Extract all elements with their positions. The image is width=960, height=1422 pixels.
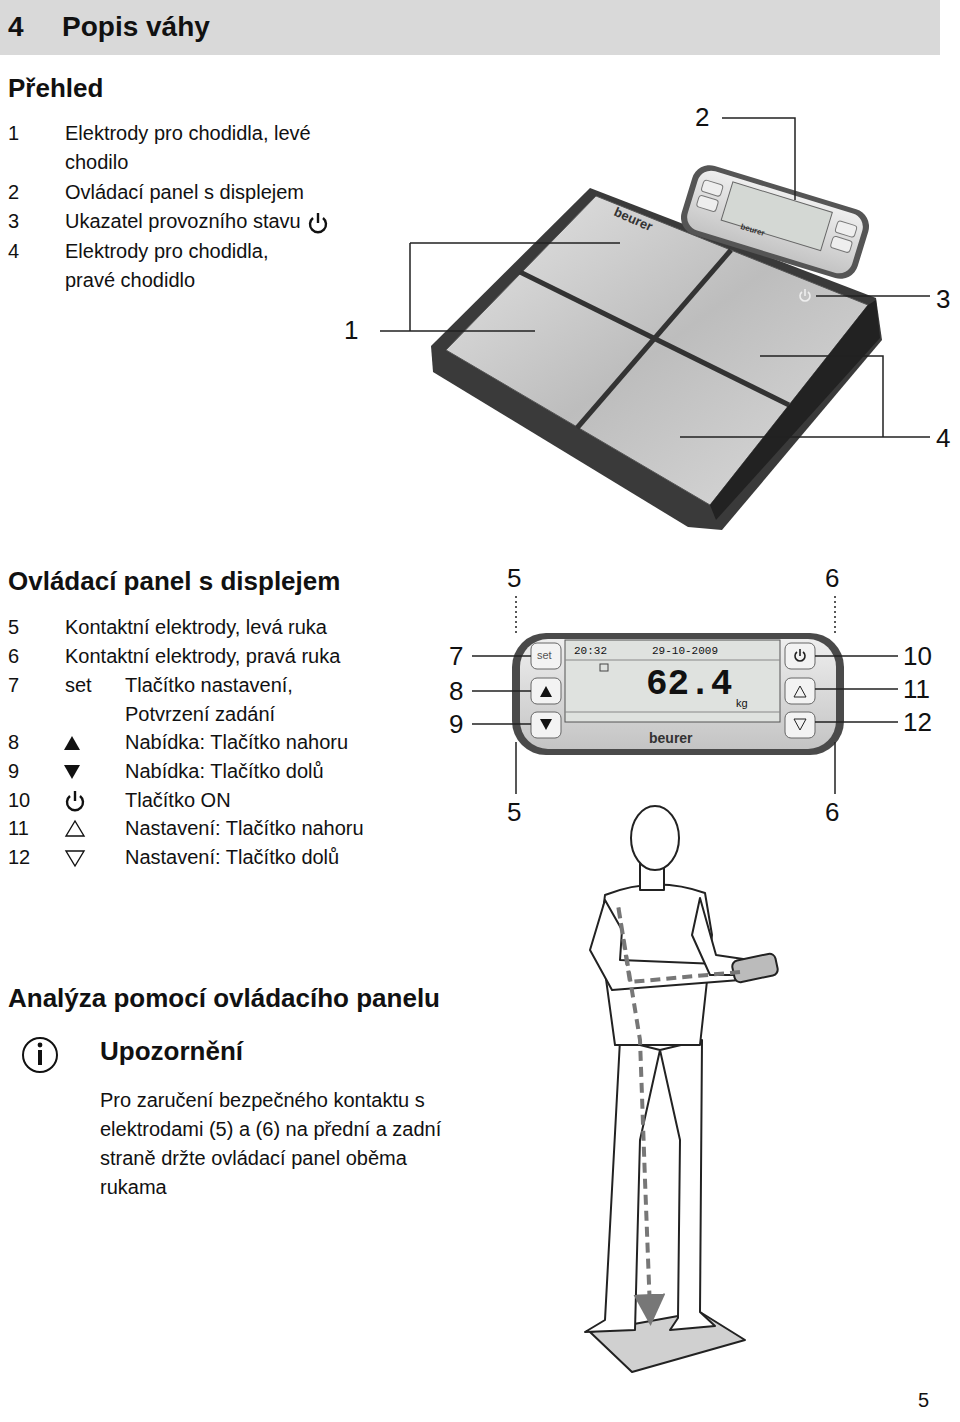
item-text: Ovládací panel s displejem xyxy=(65,178,304,207)
item-number: 12 xyxy=(8,843,30,872)
power-symbol xyxy=(307,212,329,234)
item-number: 8 xyxy=(8,728,19,757)
page-number: 5 xyxy=(918,1386,929,1415)
item-line: Ukazatel provozního stavu xyxy=(65,207,329,236)
item-text: Nabídka: Tlačítko nahoru xyxy=(125,728,348,757)
callout-number: 6 xyxy=(825,563,839,593)
section-title: Popis váhy xyxy=(62,9,210,45)
item-number: 2 xyxy=(8,178,19,207)
button-label: set xyxy=(537,648,552,662)
item-text: Nabídka: Tlačítko dolů xyxy=(125,757,324,786)
subheading: Přehled xyxy=(8,71,103,105)
subheading: Ovládací panel s displejem xyxy=(8,564,340,598)
item-text: Tlačítko ON xyxy=(125,786,231,815)
callout-number: 11 xyxy=(903,674,930,704)
callout-number: 8 xyxy=(449,676,463,706)
item-text: Kontaktní elektrody, pravá ruka xyxy=(65,642,340,671)
section-number: 4 xyxy=(8,9,24,45)
callout-number: 7 xyxy=(449,641,463,671)
callout-number: 5 xyxy=(507,797,521,827)
display-unit: kg xyxy=(736,696,748,710)
button-name: set xyxy=(65,671,92,700)
callout-number: 1 xyxy=(344,315,358,345)
callout-number: 10 xyxy=(903,641,932,671)
item-number: 6 xyxy=(8,642,19,671)
callout-number: 4 xyxy=(936,423,950,453)
item-number: 7 xyxy=(8,671,19,700)
display-date: 29-10-2009 xyxy=(652,644,718,658)
callout-number: 2 xyxy=(695,102,709,132)
item-text: Elektrody pro chodidla, levé chodilo xyxy=(65,119,315,177)
callout-number: 5 xyxy=(507,563,521,593)
item-number: 10 xyxy=(8,786,30,815)
display-time: 20:32 xyxy=(574,644,607,658)
item-text: Tlačítko nastavení, Potvrzení zadání xyxy=(125,671,340,729)
item-number: 5 xyxy=(8,613,19,642)
brand-logo: beurer xyxy=(649,729,693,747)
item-number: 3 xyxy=(8,207,19,236)
item-text: Nastavení: Tlačítko nahoru xyxy=(125,814,364,843)
notice-text: Pro zaručení bezpečného kontaktu s elekt… xyxy=(100,1086,445,1202)
item-number: 9 xyxy=(8,757,19,786)
item-text: Ukazatel provozního stavu xyxy=(65,210,301,232)
callout-number: 12 xyxy=(903,707,932,737)
callout-number: 6 xyxy=(825,797,839,827)
item-text: Kontaktní elektrody, levá ruka xyxy=(65,613,327,642)
item-text: Elektrody pro chodidla, pravé chodidlo xyxy=(65,237,315,295)
item-text: Nastavení: Tlačítko dolů xyxy=(125,843,339,872)
display-weight: 62.4 xyxy=(646,664,732,706)
item-number: 11 xyxy=(8,814,29,843)
subheading: Analýza pomocí ovládacího panelu xyxy=(8,981,440,1015)
item-number: 4 xyxy=(8,237,19,266)
callout-number: 9 xyxy=(449,709,463,739)
callout-number: 3 xyxy=(936,284,950,314)
notice-heading: Upozornění xyxy=(100,1034,243,1068)
item-number: 1 xyxy=(8,119,19,148)
